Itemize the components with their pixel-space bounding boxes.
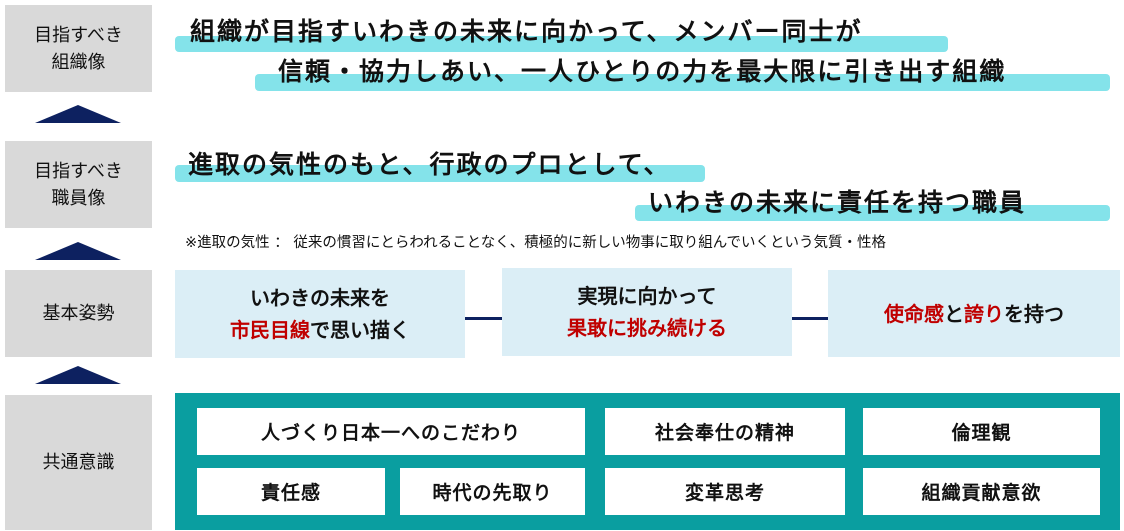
up-arrow-icon [35,366,121,384]
common-item: 社会奉仕の精神 [605,408,845,455]
attitude-2-line1: 実現に向かって [577,284,717,308]
attitude-box-1: いわきの未来を 市民目線で思い描く [175,270,465,358]
attitude-1-rest: で思い描く [310,318,410,342]
highlight [255,74,1110,91]
attitude-1-line1: いわきの未来を [250,286,390,310]
staff-vision-line1: 進取の気性のもと、行政のプロとして、 [188,150,671,179]
org-vision-line2: 信頼・協力しあい、一人ひとりの力を最大限に引き出す組織 [278,57,1007,86]
staff-vision-line2: いわきの未来に責任を持つ職員 [648,188,1027,217]
connector-line [792,317,828,320]
attitude-3-text1: と [944,301,964,326]
attitude-2-emph: 果敢に挑み続ける [567,316,727,340]
attitude-3-emph1: 使命感 [884,301,944,326]
highlight [175,165,705,182]
label-org-vision: 目指すべき 組織像 [5,5,152,92]
highlight [175,36,948,52]
up-arrow-icon [35,105,121,123]
label-staff-vision: 目指すべき 職員像 [5,141,152,228]
attitude-box-2: 実現に向かって 果敢に挑み続ける [502,268,792,356]
attitude-3-text2: を持つ [1004,301,1064,326]
common-item: 倫理観 [863,408,1100,455]
common-item: 責任感 [197,468,385,515]
staff-vision-note: ※進取の気性 ： 従来の慣習にとらわれることなく、積極的に新しい物事に取り組んで… [185,235,886,251]
attitude-1-emph: 市民目線 [230,318,310,342]
connector-line [465,317,502,320]
up-arrow-icon [35,242,121,260]
common-item: 時代の先取り [400,468,585,515]
org-vision-line1: 組織が目指すいわきの未来に向かって、メンバー同士が [190,17,863,46]
label-basic-attitude: 基本姿勢 [5,270,152,357]
label-common-awareness: 共通意識 [5,395,152,530]
attitude-3-emph2: 誇り [964,301,1004,326]
attitude-box-3: 使命感と誇りを持つ [828,270,1120,357]
highlight [635,205,1110,221]
common-item: 変革思考 [605,468,845,515]
common-item: 組織貢献意欲 [863,468,1100,515]
common-item: 人づくり日本一へのこだわり [197,408,585,455]
